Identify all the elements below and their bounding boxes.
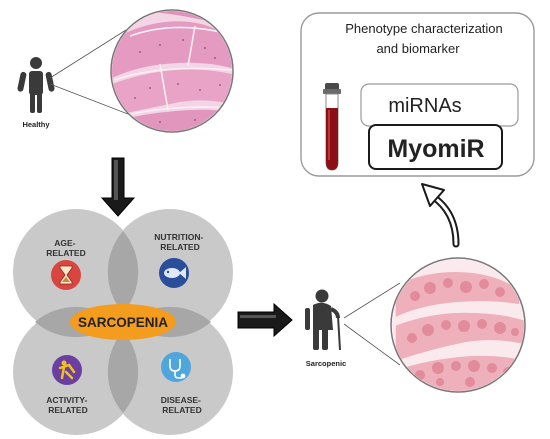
fish-icon: [159, 258, 189, 288]
blood-tube-icon: [323, 83, 341, 171]
sarcopenic-person-icon: [305, 289, 341, 351]
sarcopenic-zoom-lines: [343, 282, 401, 366]
sarcopenic-muscle-tissue: [390, 257, 526, 393]
biomarker-panel: Phenotype characterization and biomarker…: [300, 12, 535, 177]
healthy-muscle-tissue: [110, 9, 234, 133]
curved-up-arrow: [421, 183, 460, 248]
sarcopenia-label: SARCOPENIA: [78, 315, 168, 330]
mirnas-label: miRNAs: [388, 95, 461, 117]
activity-related-label: ACTIVITY- RELATED: [46, 395, 89, 415]
healthy-person-icon: [17, 57, 55, 113]
biomarker-title-line2: and biomarker: [376, 41, 460, 56]
venn-diagram: SARCOPENIA AGE- RELATED NUTRITION- RELAT…: [13, 209, 233, 435]
healthy-label: Healthy: [22, 120, 50, 129]
stethoscope-icon: [161, 352, 191, 382]
down-arrow: [100, 157, 136, 217]
disease-related-label: DISEASE- RELATED: [161, 395, 204, 415]
right-arrow: [237, 302, 293, 338]
sarcopenia-oval: [70, 304, 176, 340]
exercise-icon: [52, 355, 82, 385]
healthy-zoom-lines: [49, 29, 129, 115]
age-related-label: AGE- RELATED: [46, 238, 86, 258]
myomir-label: MyomiR: [387, 135, 484, 163]
biomarker-title-line1: Phenotype characterization: [345, 21, 503, 36]
nutrition-related-label: NUTRITION- RELATED: [154, 232, 205, 252]
myomir-box: [368, 124, 503, 170]
sarcopenic-label: Sarcopenic: [306, 359, 346, 368]
hourglass-icon: [51, 260, 81, 290]
